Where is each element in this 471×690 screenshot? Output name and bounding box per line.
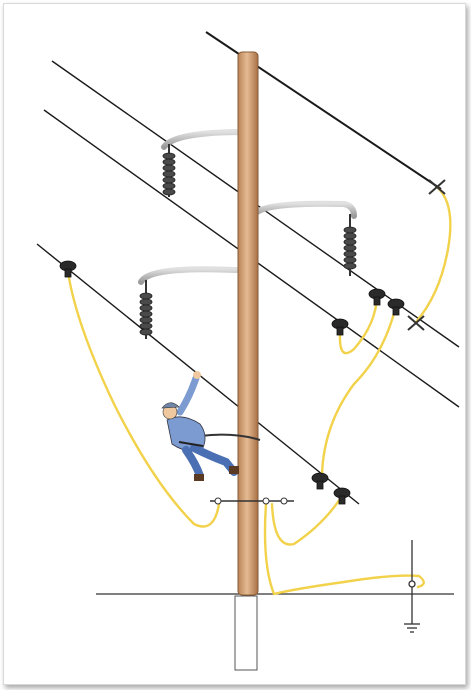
insulator-left [140,280,152,339]
figure-frame [3,3,466,685]
clamp-lower-1 [312,473,328,489]
clamp-right-1 [369,289,385,305]
wooden-pole [238,52,258,595]
cable-to-ground [265,504,424,594]
crossarm-top [164,132,244,147]
pole-grounding-diagram [4,4,465,684]
clamp-lower-2 [334,488,350,504]
insulator-right [344,214,356,276]
insulator-top [163,144,175,197]
clamp-right-2 [388,299,404,315]
mid-clamp-icon [408,316,424,330]
pole-foundation [235,596,257,670]
clamp-left [60,261,76,277]
crossarm-left [141,269,236,282]
clamp-right-3 [332,319,348,335]
neutral-clamp-icon [429,180,445,194]
grounding-cables [68,187,450,594]
cable-right-b [322,306,396,474]
cable-top-neutral [416,187,450,322]
